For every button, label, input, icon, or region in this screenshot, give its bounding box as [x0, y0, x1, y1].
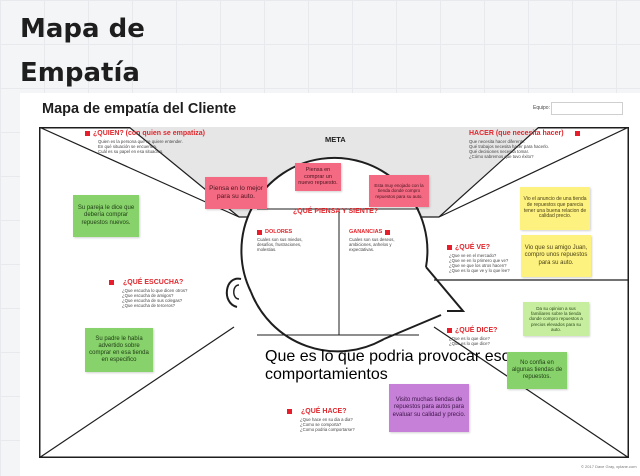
section-hacer: HACER (que necesita hacer) Que necesita …: [469, 130, 580, 159]
team-input-box[interactable]: [551, 102, 623, 115]
section-ve: ¿QUÉ VE? ¿Que ve en el mercado? ¿Que ve …: [447, 244, 510, 273]
section-hace-line: ¿Como podria comportarse?: [300, 427, 355, 432]
sticky-note-text: Da su opinion a sus familiares sobre la …: [529, 305, 583, 332]
section-quien-line: En qué situación se encuentra.: [98, 144, 158, 149]
sticky-note-light-green[interactable]: Da su opinion a sus familiares sobre la …: [523, 302, 589, 336]
board-title: Mapa de empatía del Cliente: [42, 101, 237, 117]
sticky-note-pink[interactable]: Piensa en comprar un nuevo repuesto.: [295, 163, 341, 191]
empathy-map-canvas: META ¿QUIEN? (con quien se empatiza) Qui…: [39, 127, 629, 458]
section-ganancias-line: Cuales son sus deseos,: [349, 237, 395, 242]
section-quien-line: Cuál es su papel en esa situacion.: [98, 149, 164, 154]
sticky-note-text: Esta muy enojado con la tienda donde com…: [374, 183, 424, 199]
section-ganancias-line: ambiciones, anhelos y: [349, 242, 392, 247]
section-escucha-line: ¿Que escucha de amigos?: [122, 293, 174, 298]
red-square-icon: [385, 229, 391, 235]
section-dolores-line: molestias.: [257, 247, 277, 252]
section-dice-line: ¿Que es lo que dice?: [449, 336, 490, 341]
page-title-line-2: Empatía: [20, 58, 140, 88]
section-hace: ¿QUÉ HACE? ¿Que hace en su dia a dia? ¿C…: [287, 408, 355, 432]
sticky-note-text: Vio el anuncio de una tienda de repuesto…: [523, 195, 587, 220]
section-quien-title: ¿QUIEN? (con quien se empatiza): [93, 130, 206, 137]
red-square-icon: [447, 328, 452, 333]
meta-label: META: [325, 135, 346, 144]
board-credit: © 2017 Dave Gray, xplane.com: [581, 464, 637, 469]
section-ve-line: ¿Que ve que los otros hacen?: [449, 263, 507, 268]
section-hacer-line: Qué trabajos necesita hacer para hacerlo…: [469, 144, 550, 149]
section-hacer-line: Que necesita hacer diferente.: [469, 139, 526, 144]
red-square-icon: [447, 245, 452, 250]
sticky-note-text: Su padre le había advertido sobre compra…: [89, 335, 149, 364]
section-quien-line: Quien es la persona que se quiere entend…: [98, 139, 183, 144]
sticky-note-yellow[interactable]: Vio que su amigo Juan, compro unos repue…: [521, 235, 591, 277]
red-square-icon: [287, 409, 292, 414]
section-dolores-title: DOLORES: [265, 229, 293, 235]
section-ve-line: ¿Que es lo que ve y lo que lee?: [449, 268, 510, 273]
section-escucha-line: ¿Que escucha lo que dicen otros?: [122, 288, 188, 293]
section-hacer-title: HACER (que necesita hacer): [469, 130, 564, 137]
section-hace-line: ¿Que hace en su dia a dia?: [300, 417, 353, 422]
section-hace-title: ¿QUÉ HACE?: [301, 408, 347, 415]
section-ve-line: ¿Que ve en lo primero que ve?: [449, 258, 509, 263]
sticky-note-text: Vio que su amigo Juan, compro unos repue…: [524, 245, 588, 266]
section-ganancias-title: GANANCIAS: [349, 229, 383, 235]
section-dice-line: ¿Que es lo que dice?: [449, 341, 490, 346]
section-dolores-line: desafios, frustraciones,: [257, 242, 302, 247]
section-piensa: ¿QUÉ PIENSA Y SIENTE?: [293, 200, 378, 218]
empathy-map-board[interactable]: Mapa de empatía del Cliente Equipo: META: [20, 93, 640, 476]
sticky-note-text: No confia en algunas tiendas de repuesto…: [511, 359, 563, 381]
sticky-note-green[interactable]: Su pareja le dice que debería comprar re…: [73, 195, 139, 237]
section-dice: ¿QUÉ DICE? ¿Que es lo que dice? ¿Que es …: [447, 327, 497, 346]
section-dolores-line: Cuales son sus miedos,: [257, 237, 303, 242]
section-ve-line: ¿Que ve en el mercado?: [449, 253, 497, 258]
section-piensa-title: ¿QUÉ PIENSA Y SIENTE?: [293, 208, 379, 215]
section-hacer-line: Qué decisiones necesita tomar.: [469, 149, 529, 154]
section-ganancias-line: expectativas.: [349, 247, 375, 252]
red-square-icon: [257, 229, 262, 235]
sticky-note-pink[interactable]: Piensa en lo mejor para su auto.: [205, 177, 267, 209]
section-ve-title: ¿QUÉ VE?: [455, 244, 491, 251]
head-caption: Que es lo que podria provocar esos compo…: [265, 348, 519, 383]
sticky-note-text: Piensa en lo mejor para su auto.: [209, 185, 263, 200]
section-dice-title: ¿QUÉ DICE?: [455, 327, 498, 334]
red-square-icon: [85, 131, 90, 136]
red-square-icon: [109, 280, 114, 285]
sticky-note-green[interactable]: Su padre le había advertido sobre compra…: [85, 328, 153, 372]
section-ganancias: GANANCIAS Cuales son sus deseos, ambicio…: [349, 229, 395, 252]
sticky-note-green[interactable]: No confia en algunas tiendas de repuesto…: [507, 352, 567, 389]
sticky-note-purple[interactable]: Visito muchas tiendas de repuestos para …: [389, 384, 469, 432]
section-quien: ¿QUIEN? (con quien se empatiza) Quien es…: [85, 130, 205, 154]
team-label: Equipo:: [533, 105, 550, 111]
section-hace-line: ¿Como se comporta?: [300, 422, 342, 427]
sticky-note-yellow[interactable]: Vio el anuncio de una tienda de repuesto…: [520, 187, 590, 230]
section-escucha-line: ¿Que escucha de sus colegas?: [122, 298, 183, 303]
section-hacer-line: ¿Cómo sabremos que tuvo éxito?: [469, 154, 534, 159]
section-dolores: DOLORES Cuales son sus miedos, desafios,…: [257, 229, 303, 252]
sticky-note-text: Su pareja le dice que debería comprar re…: [77, 205, 135, 226]
sticky-note-text: Visito muchas tiendas de repuestos para …: [392, 397, 466, 418]
section-escucha: ¿QUÉ ESCUCHA? ¿Que escucha lo que dicen …: [109, 279, 187, 308]
red-square-icon: [574, 131, 580, 136]
section-escucha-title: ¿QUÉ ESCUCHA?: [123, 279, 184, 286]
page-title-line-1: Mapa de: [20, 14, 145, 44]
sticky-note-text: Piensa en comprar un nuevo repuesto.: [298, 167, 338, 187]
sticky-note-pink[interactable]: Esta muy enojado con la tienda donde com…: [369, 175, 429, 207]
section-escucha-line: ¿Que escucha de terceros?: [122, 303, 176, 308]
